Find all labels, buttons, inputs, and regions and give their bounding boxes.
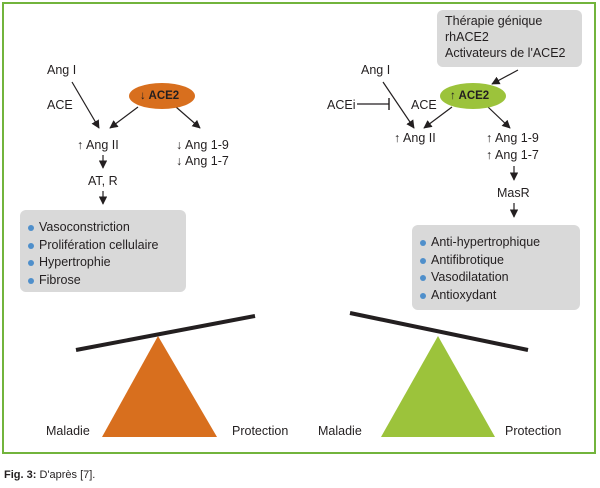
right-therapy-item: rhACE2 (445, 30, 489, 44)
left-ang2-label: ↑ Ang II (77, 138, 119, 153)
right-ace2-to-ang2-arrow (423, 106, 453, 129)
right-balance-left-label: Maladie (318, 424, 362, 438)
left-ace2-arrow: ↓ (140, 90, 146, 102)
left-ang17-text: Ang 1-7 (185, 154, 229, 168)
left-effect-item: Hypertrophie (39, 255, 111, 269)
right-effect-item: Anti-hypertrophique (431, 235, 541, 249)
right-ang1-to-ang2-arrow (382, 81, 415, 129)
right-ang1-label: Ang I (361, 63, 391, 77)
caption-label: Fig. 3: (4, 469, 37, 481)
right-effects-box (412, 225, 580, 310)
left-balance-beam (75, 314, 256, 352)
figure-frame (2, 2, 596, 454)
left-effect-bullet (28, 277, 34, 284)
left-ang19-arrow: ↓ (176, 138, 183, 152)
left-effect-item: Vasoconstriction (39, 220, 130, 234)
left-effect-bullet (28, 225, 34, 231)
right-balance-right-label: Protection (505, 424, 562, 438)
right-ace2-label: ↑ ACE2 (450, 89, 489, 104)
right-ace-label: ACE (411, 98, 437, 112)
left-effect-bullet (28, 242, 34, 249)
right-ace2-text: ACE2 (458, 90, 490, 102)
right-ang17-arrow: ↑ (486, 148, 493, 162)
right-therapy-box (437, 10, 582, 67)
right-effect-bullet (420, 257, 426, 264)
left-ace2-to-ang19-arrow (175, 106, 201, 129)
right-ang2-text: Ang II (403, 131, 436, 145)
right-therapy-item: Thérapie génique (445, 14, 543, 28)
right-effect-item: Antifibrotique (431, 252, 504, 267)
right-ang2-label: ↑ Ang II (394, 131, 436, 146)
left-ang2-arrow: ↑ (77, 138, 84, 152)
right-ace2-arrow: ↑ (450, 90, 456, 102)
right-ace2-to-ang19-arrow (487, 106, 511, 129)
figure-caption: Fig. 3: D'après [7]. (4, 468, 95, 482)
left-receptor-label: AT, R (88, 174, 118, 188)
left-ang17-label: ↓ Ang 1-7 (176, 154, 229, 169)
right-therapy-item: Activateurs de l'ACE2 (445, 46, 566, 60)
diagram-canvas (71, 69, 529, 437)
right-ang17-text: Ang 1-7 (495, 148, 539, 162)
right-ang19-text: Ang 1-9 (495, 131, 539, 145)
left-ace2-to-ang2-arrow (109, 106, 139, 129)
left-ang19-label: ↓ Ang 1-9 (176, 138, 229, 153)
left-ace2-ellipse (129, 83, 195, 109)
left-effect-item: Fibrose (39, 272, 81, 287)
left-balance-right-label: Protection (232, 424, 289, 438)
left-ang17-arrow: ↓ (176, 154, 183, 168)
left-ace-label: ACE (47, 98, 73, 112)
right-ang17-label: ↑ Ang 1-7 (486, 148, 539, 163)
caption-text: D'après [7]. (36, 469, 96, 481)
left-ang19-text: Ang 1-9 (185, 138, 229, 152)
left-balance-left-label: Maladie (46, 424, 90, 438)
right-therapy-to-ace2-arrow (491, 69, 519, 85)
right-effect-bullet (420, 275, 426, 281)
right-ang2-arrow: ↑ (394, 131, 401, 145)
left-effect-bullet (28, 260, 34, 266)
right-acei-label: ACEi (327, 98, 356, 112)
right-ace2-ellipse (440, 83, 506, 109)
left-effects-box (20, 210, 186, 292)
right-receptor-label: MasR (497, 186, 530, 200)
left-ace2-label: ↓ ACE2 (140, 89, 179, 104)
right-ang19-label: ↑ Ang 1-9 (486, 131, 539, 146)
right-effect-item: Vasodilatation (431, 270, 509, 284)
right-ang19-arrow: ↑ (486, 131, 493, 145)
right-effect-bullet (420, 292, 426, 299)
right-effect-item: Antioxydant (431, 287, 497, 302)
right-balance-triangle (381, 336, 495, 437)
right-effect-bullet (420, 240, 426, 246)
left-ang1-to-ang2-arrow (71, 81, 100, 129)
right-balance-beam (349, 311, 529, 352)
left-ace2-text: ACE2 (148, 90, 180, 102)
left-ang1-label: Ang I (47, 63, 77, 77)
left-effect-item: Prolifération cellulaire (39, 237, 159, 252)
left-balance-triangle (102, 336, 217, 437)
left-ang2-text: Ang II (86, 138, 119, 152)
